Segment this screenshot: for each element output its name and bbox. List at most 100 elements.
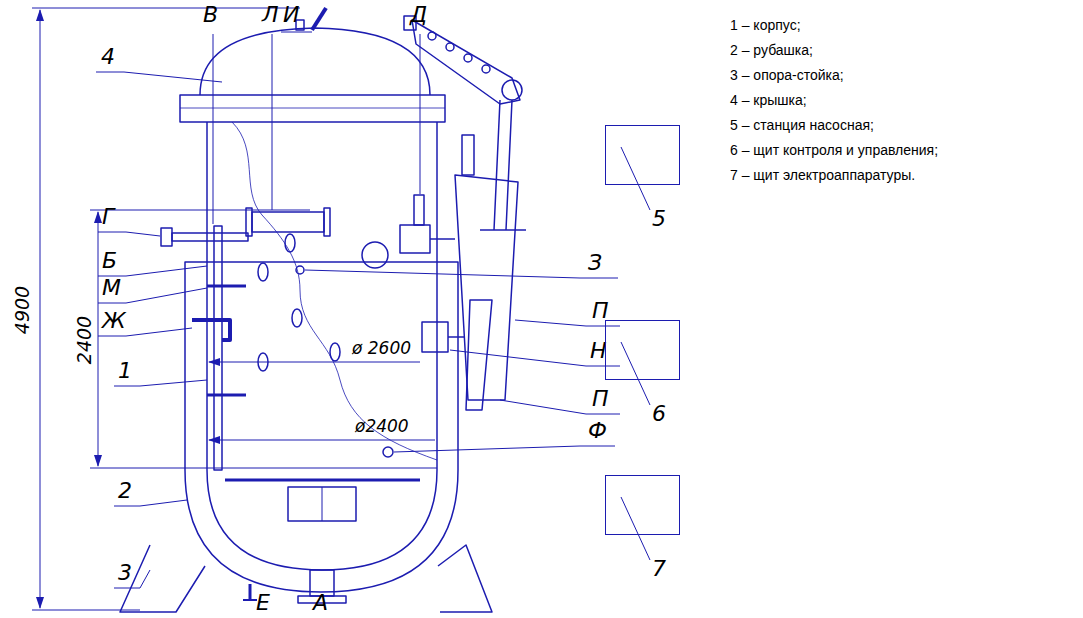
extension-line	[32, 8, 300, 9]
plate	[207, 261, 437, 263]
dimension-text: 2400	[75, 316, 94, 364]
fitting	[422, 322, 448, 352]
port-letter: М	[102, 277, 121, 299]
dimension-line	[209, 440, 435, 441]
callout-number: 1	[118, 360, 132, 382]
pipe	[207, 285, 246, 288]
key-entry: 4 – крышка;	[730, 93, 807, 107]
port-letter: Ж	[102, 310, 126, 332]
leader-line	[272, 34, 273, 210]
port-letter: Г	[102, 206, 114, 228]
nozzle	[330, 343, 340, 361]
port-letter: Л	[262, 4, 279, 26]
port-letter: Д	[410, 4, 427, 26]
fitting	[246, 208, 252, 236]
pipe	[214, 226, 222, 470]
extension-line	[90, 210, 310, 211]
hole	[446, 43, 454, 51]
pivot	[502, 80, 522, 100]
leader-line	[96, 72, 222, 82]
callout-number: 4	[101, 46, 115, 68]
body-wall	[436, 122, 438, 470]
nozzle	[249, 584, 252, 600]
nozzle	[296, 266, 304, 274]
port-letter: И	[283, 4, 299, 26]
port-letter: З	[588, 252, 602, 274]
valve	[161, 228, 172, 246]
pipe	[430, 238, 455, 240]
leader-line	[281, 32, 312, 33]
pipe	[207, 394, 246, 397]
nozzle	[243, 599, 257, 601]
break-line	[232, 122, 437, 460]
key-entry: 7 – щит электроаппаратуры.	[730, 168, 915, 182]
nozzle	[383, 447, 393, 457]
body-wall	[206, 122, 208, 470]
port-letter: П	[592, 388, 609, 410]
nozzle	[312, 8, 326, 30]
leader-line	[394, 446, 615, 452]
grate	[225, 479, 420, 482]
hole	[428, 32, 436, 40]
port-letter: А	[313, 592, 328, 614]
equipment-box: 7	[605, 475, 680, 535]
dimension-text: ø 2600	[352, 340, 411, 357]
fitting	[400, 225, 430, 253]
port-letter: Б	[102, 250, 117, 272]
callout-number: 6	[652, 403, 666, 425]
flange	[180, 108, 445, 109]
port-letter: П	[592, 300, 609, 322]
lever	[412, 20, 520, 104]
nozzle	[292, 309, 302, 327]
basket	[322, 487, 323, 521]
leader-line	[621, 342, 650, 405]
hole	[464, 54, 472, 62]
leader-line	[98, 232, 160, 236]
nozzle	[362, 242, 388, 268]
node-leaders	[621, 147, 650, 560]
key-entry: 6 – щит контроля и управления;	[730, 143, 938, 157]
bracket	[480, 229, 526, 231]
key-entry: 2 – рубашка;	[730, 43, 813, 57]
port-letter: Ф	[588, 420, 607, 442]
pipe	[192, 320, 230, 340]
fitting	[252, 212, 324, 232]
flange	[180, 95, 445, 122]
callout-number: 5	[652, 208, 666, 230]
leader-lines	[96, 32, 620, 588]
callout-number: 3	[118, 562, 132, 584]
support-leg	[438, 545, 492, 612]
fitting	[414, 195, 424, 225]
jacket	[185, 262, 458, 592]
rod	[494, 100, 512, 230]
key-entry: 1 – корпус;	[730, 18, 801, 32]
dimension-line	[40, 10, 41, 608]
port-letter: В	[203, 4, 218, 26]
body-bottom	[207, 470, 437, 570]
dimension-line	[98, 212, 99, 466]
port-letter: Е	[256, 592, 270, 614]
nozzle	[285, 234, 295, 252]
leader-line	[621, 497, 650, 560]
pipe	[462, 135, 474, 175]
pipe	[172, 233, 248, 241]
leader-line	[621, 147, 650, 210]
extension-line	[32, 610, 140, 611]
key-entry: 3 – опора-стойка;	[730, 68, 844, 82]
leader-line	[305, 270, 618, 278]
callout-number: 7	[652, 558, 666, 580]
equipment-box: 5	[605, 125, 680, 185]
equipment-box: 6	[605, 320, 680, 380]
extension-line	[90, 468, 437, 469]
dimension-line	[209, 362, 420, 363]
pipe	[448, 336, 465, 338]
dimension-text: ø2400	[355, 418, 409, 435]
nozzle	[258, 263, 268, 281]
callout-number: 2	[118, 480, 132, 502]
lid	[200, 28, 430, 95]
leader-line	[213, 34, 214, 224]
hole	[482, 65, 490, 73]
fitting	[324, 208, 330, 236]
